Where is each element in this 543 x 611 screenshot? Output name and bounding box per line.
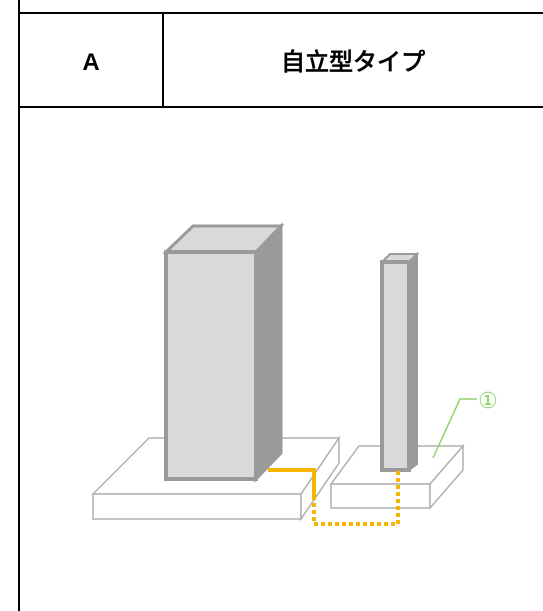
callout-leader-line xyxy=(432,398,477,459)
small-column xyxy=(379,251,420,472)
connector-line-dotted xyxy=(312,470,400,526)
connector-line-solid xyxy=(268,468,316,496)
large-column xyxy=(162,222,285,483)
type-code: A xyxy=(82,49,99,76)
type-title: 自立型タイプ xyxy=(281,48,426,76)
card-border xyxy=(18,0,543,611)
callout-label-1: ① xyxy=(478,389,498,414)
